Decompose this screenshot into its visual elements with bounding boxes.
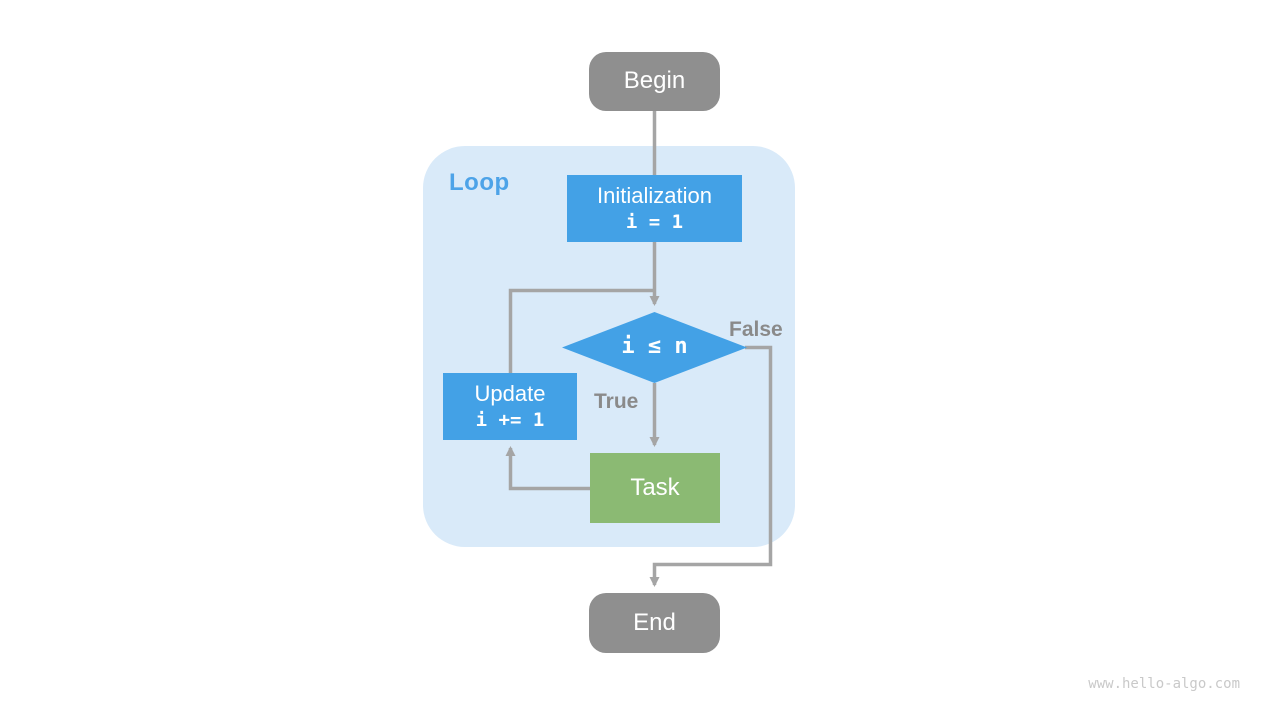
end-node: End <box>589 593 720 653</box>
loop-group-label: Loop <box>449 169 510 196</box>
initialization-node-title: Initialization <box>597 183 712 209</box>
false-branch-label: False <box>729 318 783 341</box>
begin-node-label: Begin <box>623 67 686 95</box>
begin-node: Begin <box>589 52 720 111</box>
update-node-code: i += 1 <box>475 408 545 431</box>
initialization-node-code: i = 1 <box>625 210 684 233</box>
update-node-title: Update <box>474 381 546 407</box>
initialization-node: Initialization i = 1 <box>567 175 742 242</box>
website-watermark: www.hello-algo.com <box>1088 676 1240 692</box>
condition-node-code: i ≤ n <box>621 334 688 360</box>
true-branch-label: True <box>594 390 639 413</box>
update-node: Update i += 1 <box>443 373 577 440</box>
task-node-label: Task <box>630 473 680 501</box>
end-node-label: End <box>633 608 676 636</box>
task-node: Task <box>590 453 720 523</box>
